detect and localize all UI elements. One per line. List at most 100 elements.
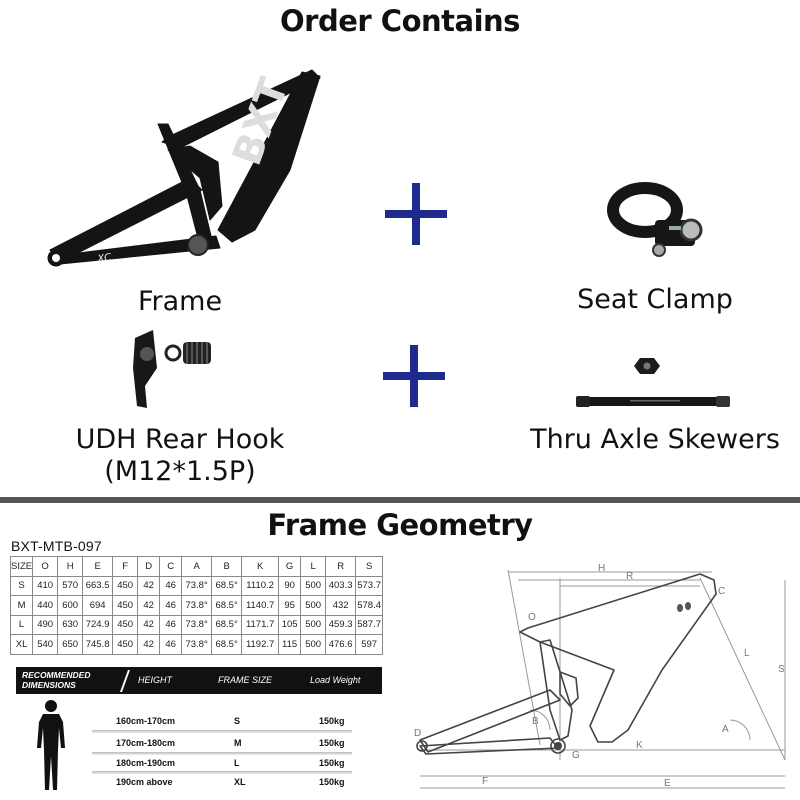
table-header-cell: G	[278, 556, 302, 577]
table-cell: 42	[137, 595, 161, 616]
table-cell: 573.7	[355, 575, 384, 596]
diagram-label-f: F	[482, 776, 488, 787]
table-cell: 450	[112, 595, 139, 616]
diagram-label-g: G	[572, 750, 580, 761]
plus-icon	[385, 183, 447, 245]
header-height: HEIGHT	[138, 675, 173, 685]
diagram-label-c: C	[718, 586, 725, 597]
table-cell: 73.8°	[181, 614, 213, 635]
table-cell: 663.5	[82, 575, 114, 596]
recommended-row: 170cm-180cm M 150kg	[92, 738, 382, 750]
table-cell: 90	[278, 575, 302, 596]
table-cell: 597	[355, 634, 384, 655]
table-cell: 745.8	[82, 634, 114, 655]
diagram-label-d: D	[414, 728, 421, 739]
rec-height: 170cm-180cm	[116, 738, 176, 748]
recommended-row: 160cm-170cm S 150kg	[92, 716, 382, 728]
diagram-label-h: H	[598, 563, 605, 574]
section-divider	[0, 497, 800, 503]
seat-clamp-image	[607, 182, 703, 257]
table-cell: 68.5°	[211, 595, 243, 616]
rec-height: 180cm-190cm	[116, 758, 176, 768]
header-slash	[119, 670, 131, 692]
table-cell: 724.9	[82, 614, 114, 635]
rec-weight: 150kg	[319, 716, 345, 726]
table-cell: 432	[325, 595, 357, 616]
header-frame-size: FRAME SIZE	[218, 675, 273, 685]
table-header-cell: K	[241, 556, 280, 577]
row-divider	[92, 752, 352, 755]
table-cell: 42	[137, 634, 161, 655]
table-cell: 1110.2	[241, 575, 280, 596]
table-cell: 587.7	[355, 614, 384, 635]
table-cell: 500	[300, 614, 327, 635]
diagram-label-s: S	[778, 664, 785, 675]
model-number: BXT-MTB-097	[11, 538, 102, 554]
table-cell: 459.3	[325, 614, 357, 635]
table-cell: 500	[300, 595, 327, 616]
diagram-label-b: B	[532, 716, 539, 727]
table-cell: 578.4	[355, 595, 384, 616]
table-cell: 73.8°	[181, 634, 213, 655]
geometry-diagram: H R C S E F K G A B D L O	[414, 563, 786, 789]
table-header-cell: O	[32, 556, 59, 577]
seat-clamp-label: Seat Clamp	[577, 284, 733, 315]
table-cell: 68.5°	[211, 634, 243, 655]
table-header-cell: H	[57, 556, 84, 577]
rec-size: M	[234, 738, 242, 748]
table-row: M 440 600 694 450 42 46 73.8° 68.5° 1140…	[9, 595, 384, 616]
table-header-cell: L	[300, 556, 327, 577]
rec-size: S	[234, 716, 241, 726]
header-load-weight: Load Weight	[310, 675, 361, 685]
table-cell: 476.6	[325, 634, 357, 655]
table-cell: 68.5°	[211, 614, 243, 635]
table-row: S 410 570 663.5 450 42 46 73.8° 68.5° 11…	[9, 575, 384, 596]
table-cell: S	[9, 575, 34, 596]
table-cell: 46	[159, 595, 183, 616]
table-cell: 403.3	[325, 575, 357, 596]
table-cell: 115	[278, 634, 302, 655]
table-header-cell: B	[211, 556, 243, 577]
table-cell: 42	[137, 575, 161, 596]
diagram-label-r: R	[626, 571, 633, 582]
table-header-cell: SIZE	[9, 556, 34, 577]
geometry-table: SIZE O H E F D C A B K G L R S S 410 570…	[9, 556, 384, 655]
recommended-row: 180cm-190cm L 150kg	[92, 758, 382, 770]
table-cell: 500	[300, 575, 327, 596]
rec-weight: 150kg	[319, 777, 345, 787]
table-cell: 490	[32, 614, 59, 635]
table-cell: 570	[57, 575, 84, 596]
udh-hook-image	[133, 330, 211, 408]
recommended-title-line2: DIMENSIONS	[22, 680, 76, 690]
table-cell: 105	[278, 614, 302, 635]
diagram-label-a: A	[722, 724, 729, 735]
table-cell: 42	[137, 614, 161, 635]
rec-weight: 150kg	[319, 758, 345, 768]
table-header-cell: F	[112, 556, 139, 577]
table-cell: 95	[278, 595, 302, 616]
table-cell: 1140.7	[241, 595, 280, 616]
table-cell: 73.8°	[181, 595, 213, 616]
geometry-title: Frame Geometry	[267, 508, 533, 542]
udh-hook-label: UDH Rear Hook	[75, 424, 285, 455]
table-cell: 540	[32, 634, 59, 655]
table-cell: 694	[82, 595, 114, 616]
table-cell: 46	[159, 614, 183, 635]
table-cell: 410	[32, 575, 59, 596]
table-cell: 450	[112, 614, 139, 635]
table-cell: M	[9, 595, 34, 616]
row-divider	[92, 771, 352, 774]
table-row: L 490 630 724.9 450 42 46 73.8° 68.5° 11…	[9, 614, 384, 635]
recommended-title-line1: RECOMMENDED	[22, 670, 91, 680]
table-row: XL 540 650 745.8 450 42 46 73.8° 68.5° 1…	[9, 634, 384, 655]
rec-size: XL	[234, 777, 246, 787]
thru-axle-image	[576, 358, 730, 407]
udh-hook-spec: (M12*1.5P)	[104, 456, 256, 487]
table-cell: 650	[57, 634, 84, 655]
diagram-label-k: K	[636, 740, 643, 751]
table-cell: 440	[32, 595, 59, 616]
table-header-cell: C	[159, 556, 183, 577]
table-cell: 600	[57, 595, 84, 616]
table-cell: 630	[57, 614, 84, 635]
human-silhouette-icon	[37, 700, 65, 790]
